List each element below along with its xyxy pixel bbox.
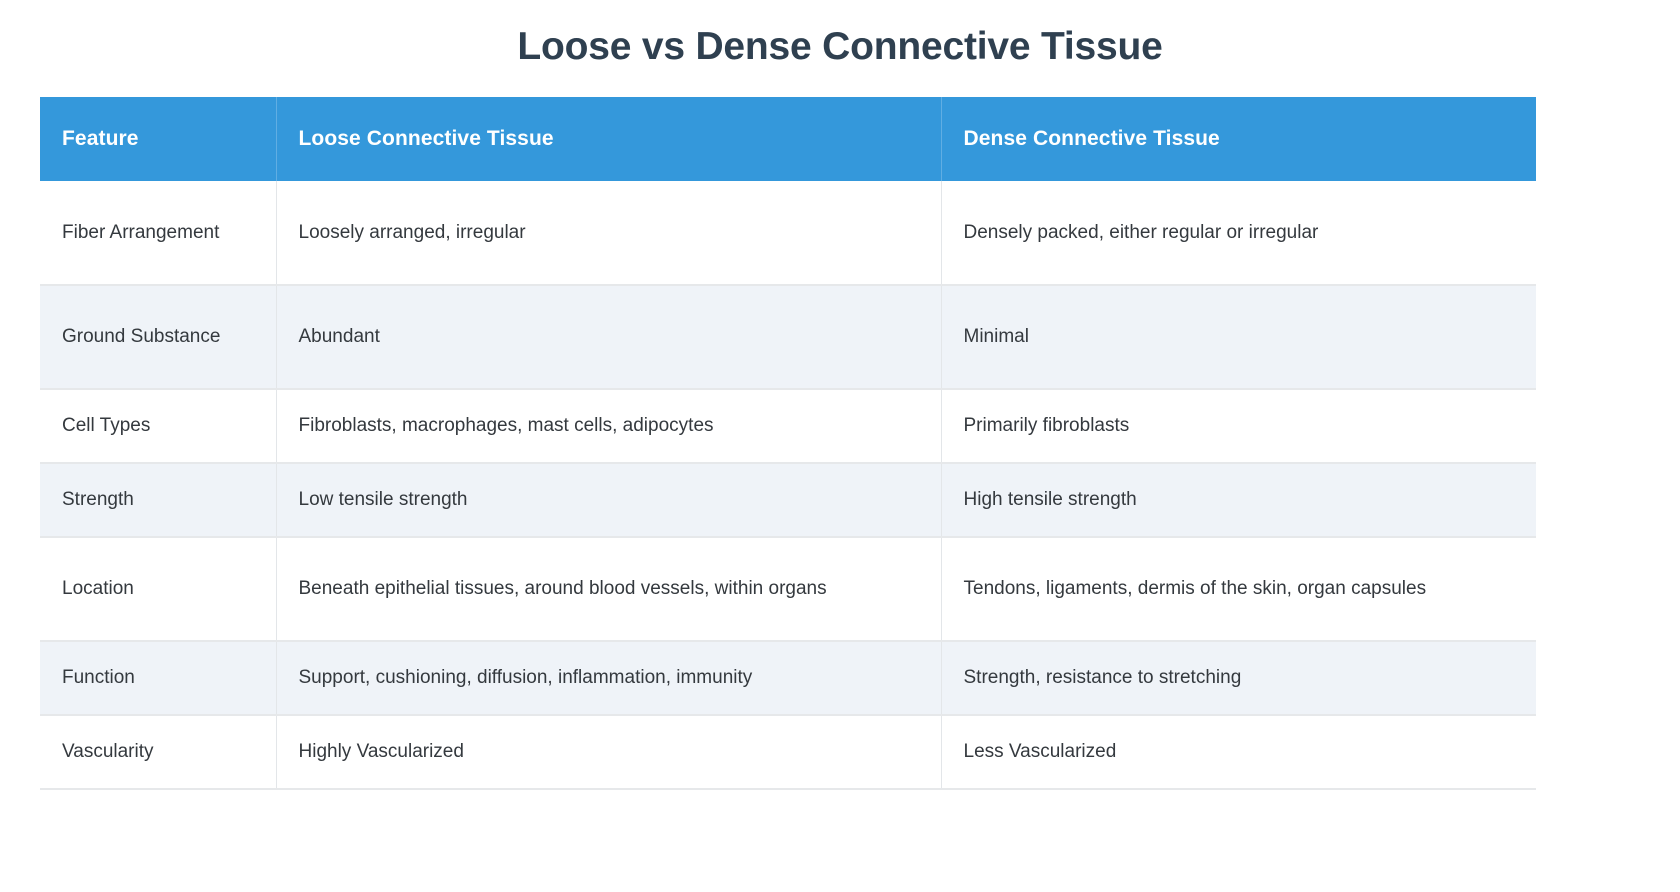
cell-feature-fiber-arrangement: Fiber Arrangement (40, 180, 277, 286)
cell-loose-fiber-arrangement: Loosely arranged, irregular (276, 180, 942, 286)
column-header-loose-connective-tissue[interactable]: Loose Connective Tissue (276, 96, 942, 181)
table-row: Cell Types Fibroblasts, macrophages, mas… (40, 388, 1536, 464)
cell-loose-cell-types: Fibroblasts, macrophages, mast cells, ad… (276, 388, 942, 464)
comparison-table-container: Feature Loose Connective Tissue Dense Co… (40, 96, 1536, 790)
cell-feature-ground-substance: Ground Substance (40, 284, 277, 390)
cell-dense-fiber-arrangement: Densely packed, either regular or irregu… (941, 180, 1536, 286)
cell-feature-function: Function (40, 640, 277, 716)
cell-feature-strength: Strength (40, 462, 277, 538)
table-row: Fiber Arrangement Loosely arranged, irre… (40, 180, 1536, 286)
comparison-table: Feature Loose Connective Tissue Dense Co… (40, 96, 1536, 790)
cell-dense-ground-substance: Minimal (941, 284, 1536, 390)
table-header-row: Feature Loose Connective Tissue Dense Co… (40, 96, 1536, 181)
cell-dense-vascularity: Less Vascularized (941, 714, 1536, 790)
cell-loose-function: Support, cushioning, diffusion, inflamma… (276, 640, 942, 716)
cell-feature-location: Location (40, 536, 277, 642)
cell-feature-vascularity: Vascularity (40, 714, 277, 790)
cell-dense-location: Tendons, ligaments, dermis of the skin, … (941, 536, 1536, 642)
cell-dense-function: Strength, resistance to stretching (941, 640, 1536, 716)
cell-loose-location: Beneath epithelial tissues, around blood… (276, 536, 942, 642)
table-body: Fiber Arrangement Loosely arranged, irre… (40, 180, 1536, 790)
table-row: Location Beneath epithelial tissues, aro… (40, 536, 1536, 642)
column-header-dense-connective-tissue[interactable]: Dense Connective Tissue (941, 96, 1536, 181)
cell-feature-cell-types: Cell Types (40, 388, 277, 464)
page-title: Loose vs Dense Connective Tissue (517, 25, 1163, 68)
cell-loose-vascularity: Highly Vascularized (276, 714, 942, 790)
table-row: Strength Low tensile strength High tensi… (40, 462, 1536, 538)
cell-dense-cell-types: Primarily fibroblasts (941, 388, 1536, 464)
cell-dense-strength: High tensile strength (941, 462, 1536, 538)
cell-loose-ground-substance: Abundant (276, 284, 942, 390)
cell-loose-strength: Low tensile strength (276, 462, 942, 538)
table-header: Feature Loose Connective Tissue Dense Co… (40, 96, 1536, 181)
table-row: Vascularity Highly Vascularized Less Vas… (40, 714, 1536, 790)
table-row: Function Support, cushioning, diffusion,… (40, 640, 1536, 716)
column-header-feature[interactable]: Feature (40, 96, 277, 181)
table-row: Ground Substance Abundant Minimal (40, 284, 1536, 390)
